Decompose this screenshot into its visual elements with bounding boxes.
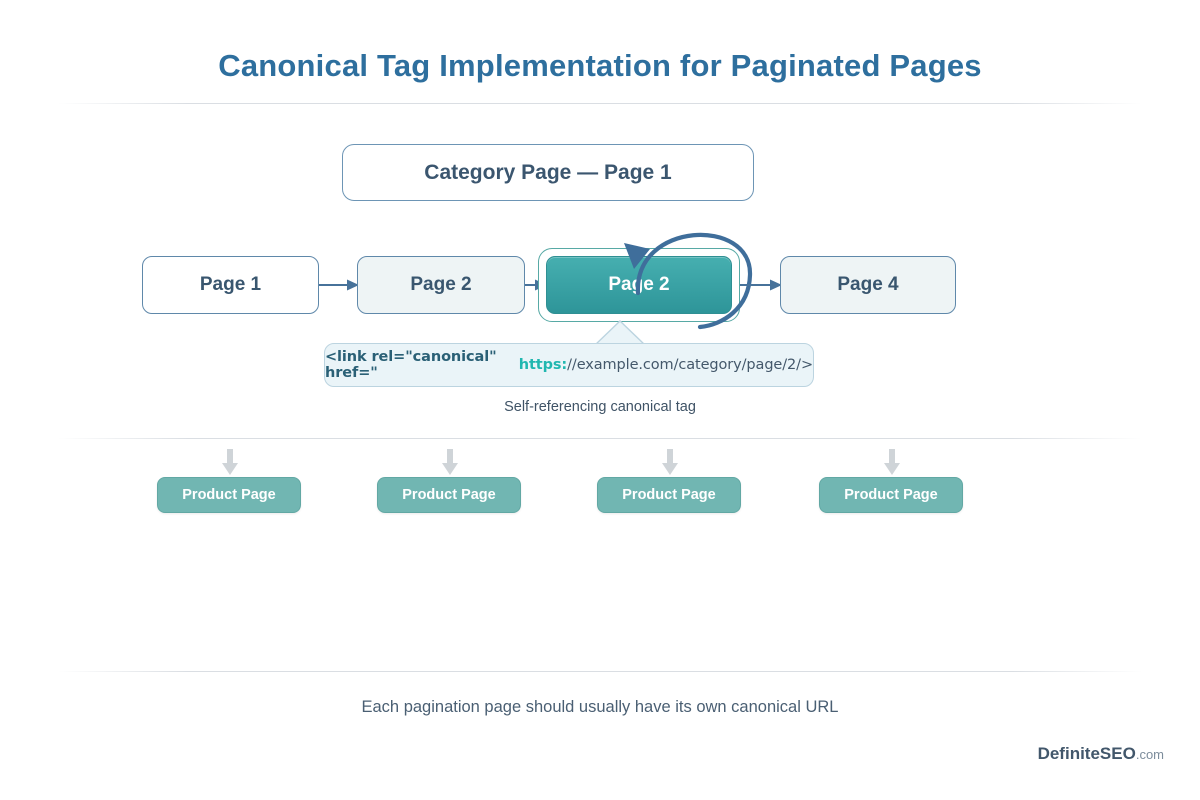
connector-arrow-3 xyxy=(740,277,782,293)
divider-top xyxy=(58,103,1142,104)
pagination-node-page-2[interactable]: Page 2 xyxy=(357,256,525,314)
product-page-node[interactable]: Product Page xyxy=(819,477,963,513)
pagination-node-page-1[interactable]: Page 1 xyxy=(142,256,319,314)
pagination-node-page-4[interactable]: Page 4 xyxy=(780,256,956,314)
arrow-down-icon xyxy=(883,449,901,476)
page-title: Canonical Tag Implementation for Paginat… xyxy=(218,48,982,83)
self-reference-loop-arrow-icon xyxy=(600,213,780,333)
callout-caption: Self-referencing canonical tag xyxy=(504,399,696,415)
code-tag-segment: <link rel="canonical" href=" xyxy=(325,349,497,381)
arrow-down-icon xyxy=(441,449,459,476)
product-page-label: Product Page xyxy=(182,487,276,503)
product-page-label: Product Page xyxy=(844,487,938,503)
pagination-node-label: Page 2 xyxy=(410,274,472,295)
connector-arrow-1 xyxy=(319,277,359,293)
product-page-node[interactable]: Product Page xyxy=(597,477,741,513)
arrow-down-icon xyxy=(661,449,679,476)
footer-note: Each pagination page should usually have… xyxy=(361,698,839,716)
brand-tld: .com xyxy=(1135,747,1164,762)
arrow-down-icon xyxy=(221,449,239,476)
category-page-label: Category Page — Page 1 xyxy=(424,160,672,184)
product-page-node[interactable]: Product Page xyxy=(157,477,301,513)
product-page-node[interactable]: Product Page xyxy=(377,477,521,513)
code-path-segment: //example.com/category/page/2/> xyxy=(567,357,813,373)
divider-bottom xyxy=(58,671,1142,672)
product-page-label: Product Page xyxy=(622,487,716,503)
brand-watermark: DefiniteSEO.com xyxy=(1038,744,1164,764)
code-scheme-segment: https: xyxy=(518,357,568,373)
pagination-node-label: Page 1 xyxy=(199,274,262,295)
category-page-node[interactable]: Category Page — Page 1 xyxy=(342,144,754,201)
divider-middle xyxy=(58,438,1142,439)
brand-name: DefiniteSEO xyxy=(1037,744,1136,763)
product-page-label: Product Page xyxy=(402,487,496,503)
canonical-tag-code-callout: <link rel="canonical" href=" https://exam… xyxy=(324,343,814,387)
pagination-node-label: Page 4 xyxy=(837,274,899,295)
